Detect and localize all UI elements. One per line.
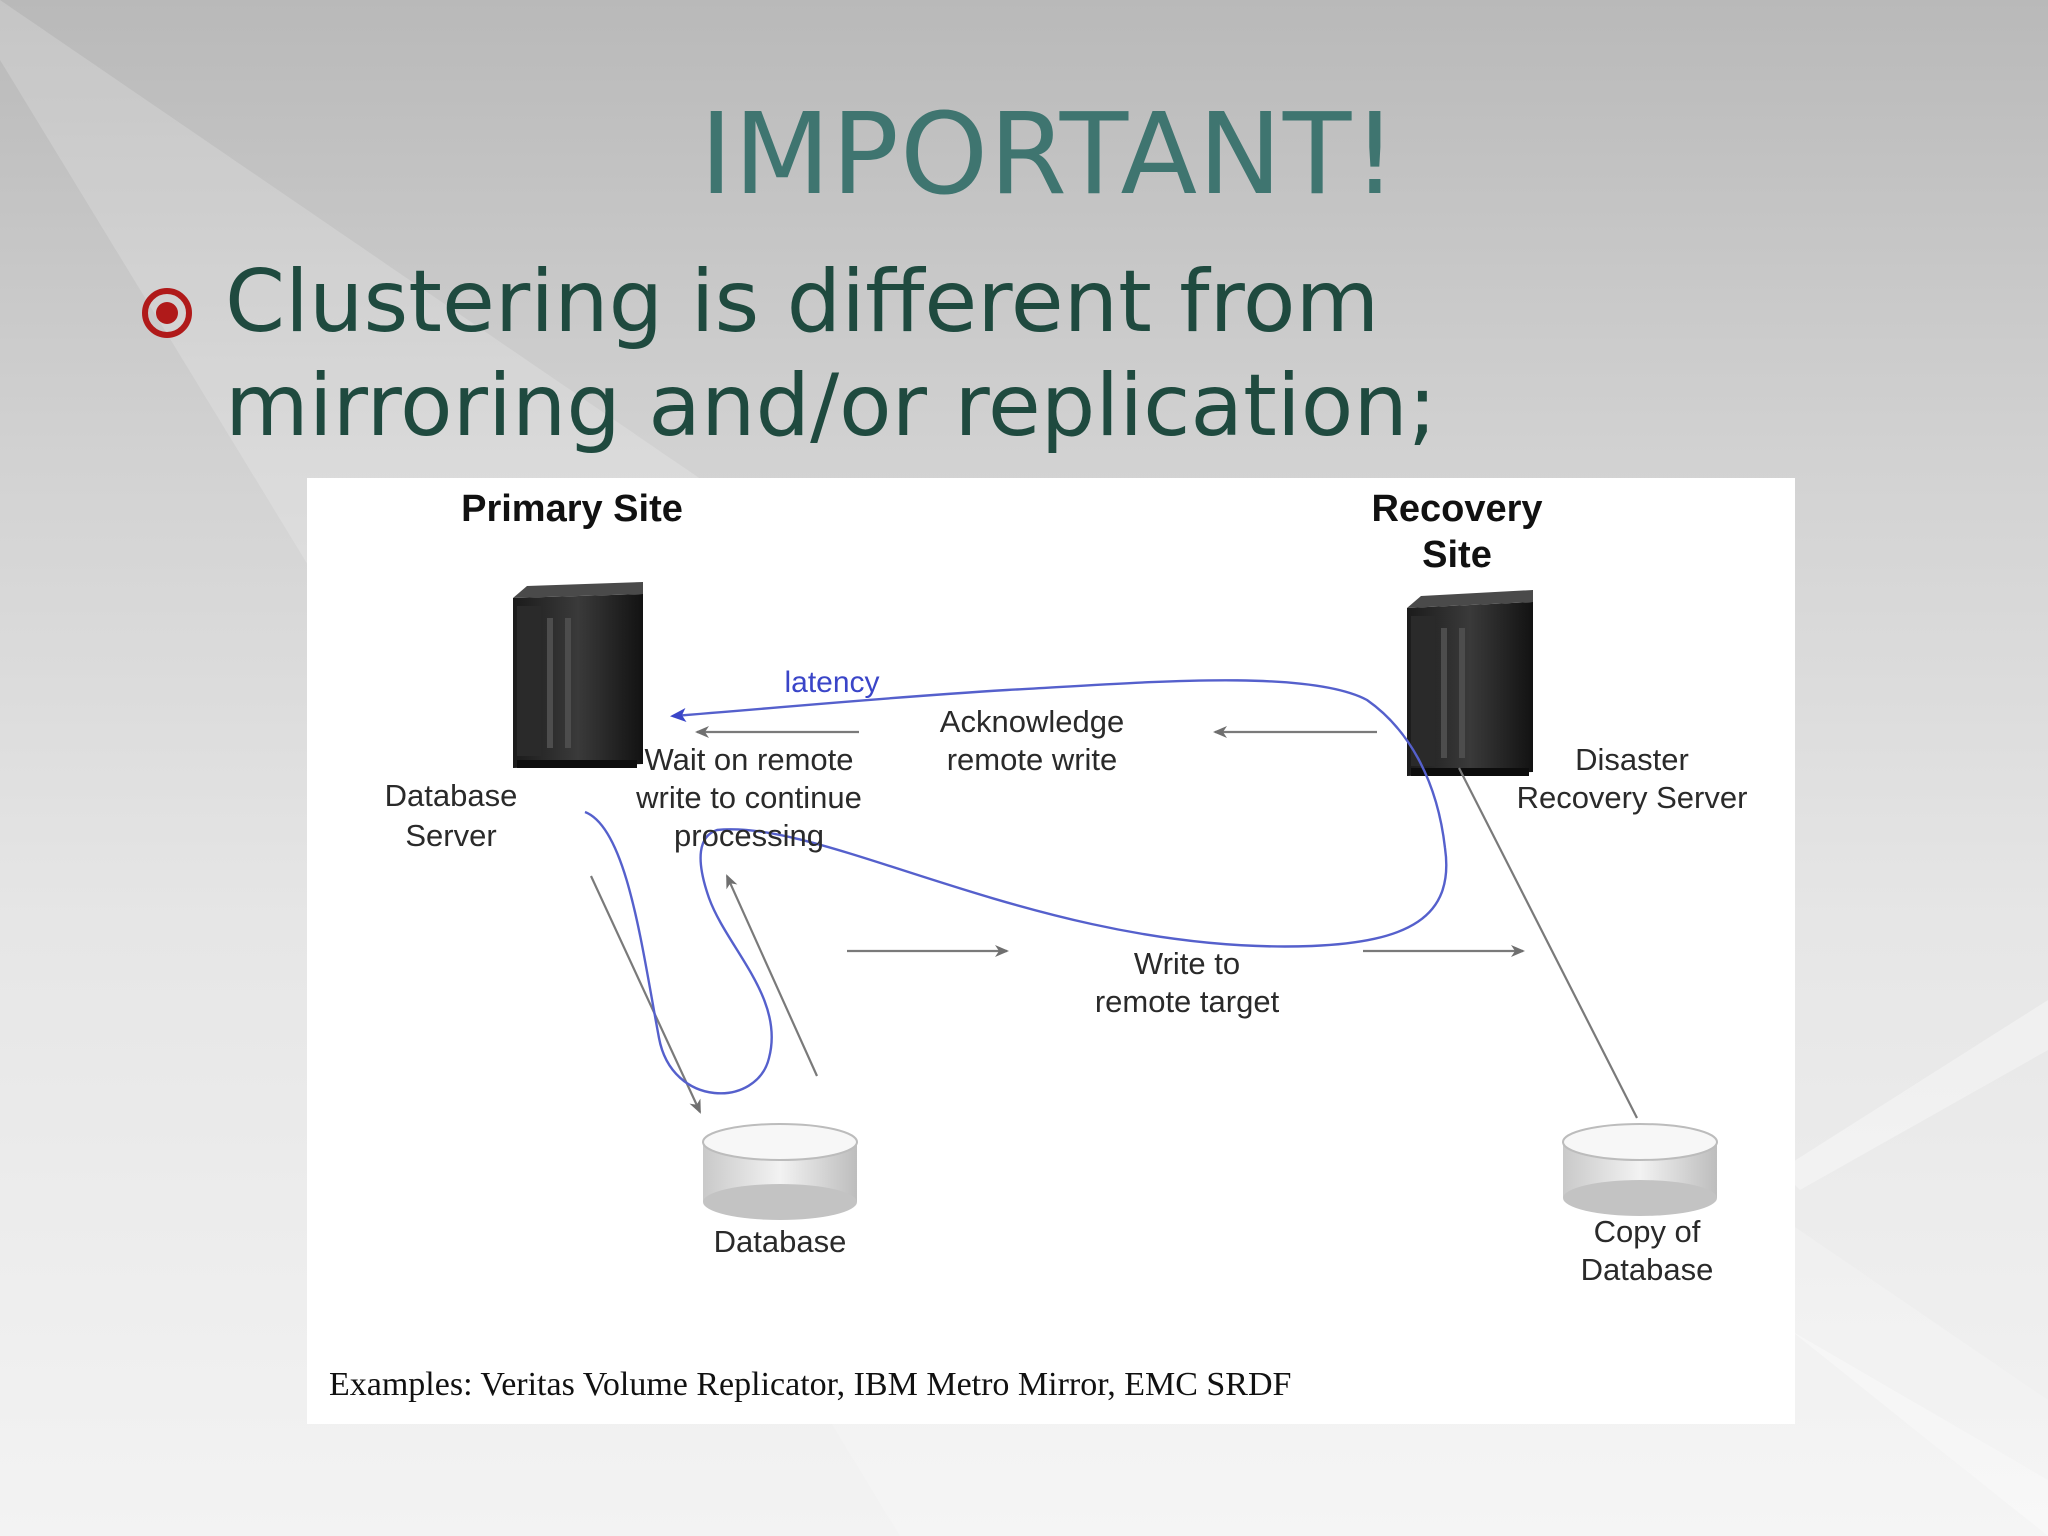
wait-label-line3: processing (674, 818, 824, 853)
copy-database-icon (1562, 1123, 1718, 1216)
database-server-icon (513, 582, 643, 768)
arrow-db-to-server (725, 874, 819, 1077)
db-server-label-line1: Database (384, 778, 518, 813)
dr-server-label-line1: Disaster (1575, 742, 1689, 777)
write-label-line1: Write to (1133, 946, 1241, 981)
slide-title: IMPORTANT! (699, 90, 1399, 220)
write-label-line2: remote target (1094, 984, 1280, 1019)
diagram-graphics (513, 582, 1718, 1220)
replication-link-line (1458, 767, 1638, 1119)
recovery-site-label-line2: Site (1422, 534, 1492, 576)
dr-server-label-line2: Recovery Server (1516, 780, 1748, 815)
database-icon (702, 1123, 858, 1220)
examples-caption: Examples: Veritas Volume Replicator, IBM… (329, 1366, 1292, 1403)
recovery-server-icon (1407, 590, 1533, 776)
latency-label: latency (784, 666, 880, 699)
arrow-server-to-db (590, 875, 701, 1114)
database-label: Database (713, 1224, 847, 1259)
bullet-text: Clustering is different from mirroring a… (225, 252, 1437, 456)
wait-label-line1: Wait on remote (644, 742, 854, 777)
replication-diagram: Primary Site Recovery Site Database Serv… (307, 478, 1795, 1424)
db-server-label-line2: Server (405, 818, 497, 853)
bullet-circle-icon (142, 288, 192, 338)
ack-label-line1: Acknowledge (939, 704, 1125, 739)
primary-site-label: Primary Site (461, 488, 683, 530)
copy-db-label-line2: Database (1580, 1252, 1714, 1287)
ack-label-line2: remote write (946, 742, 1118, 777)
copy-db-label-line1: Copy of (1593, 1214, 1701, 1249)
wait-label-line2: write to continue (636, 780, 862, 815)
recovery-site-label-line1: Recovery (1371, 488, 1543, 530)
latency-path (584, 679, 1448, 1095)
